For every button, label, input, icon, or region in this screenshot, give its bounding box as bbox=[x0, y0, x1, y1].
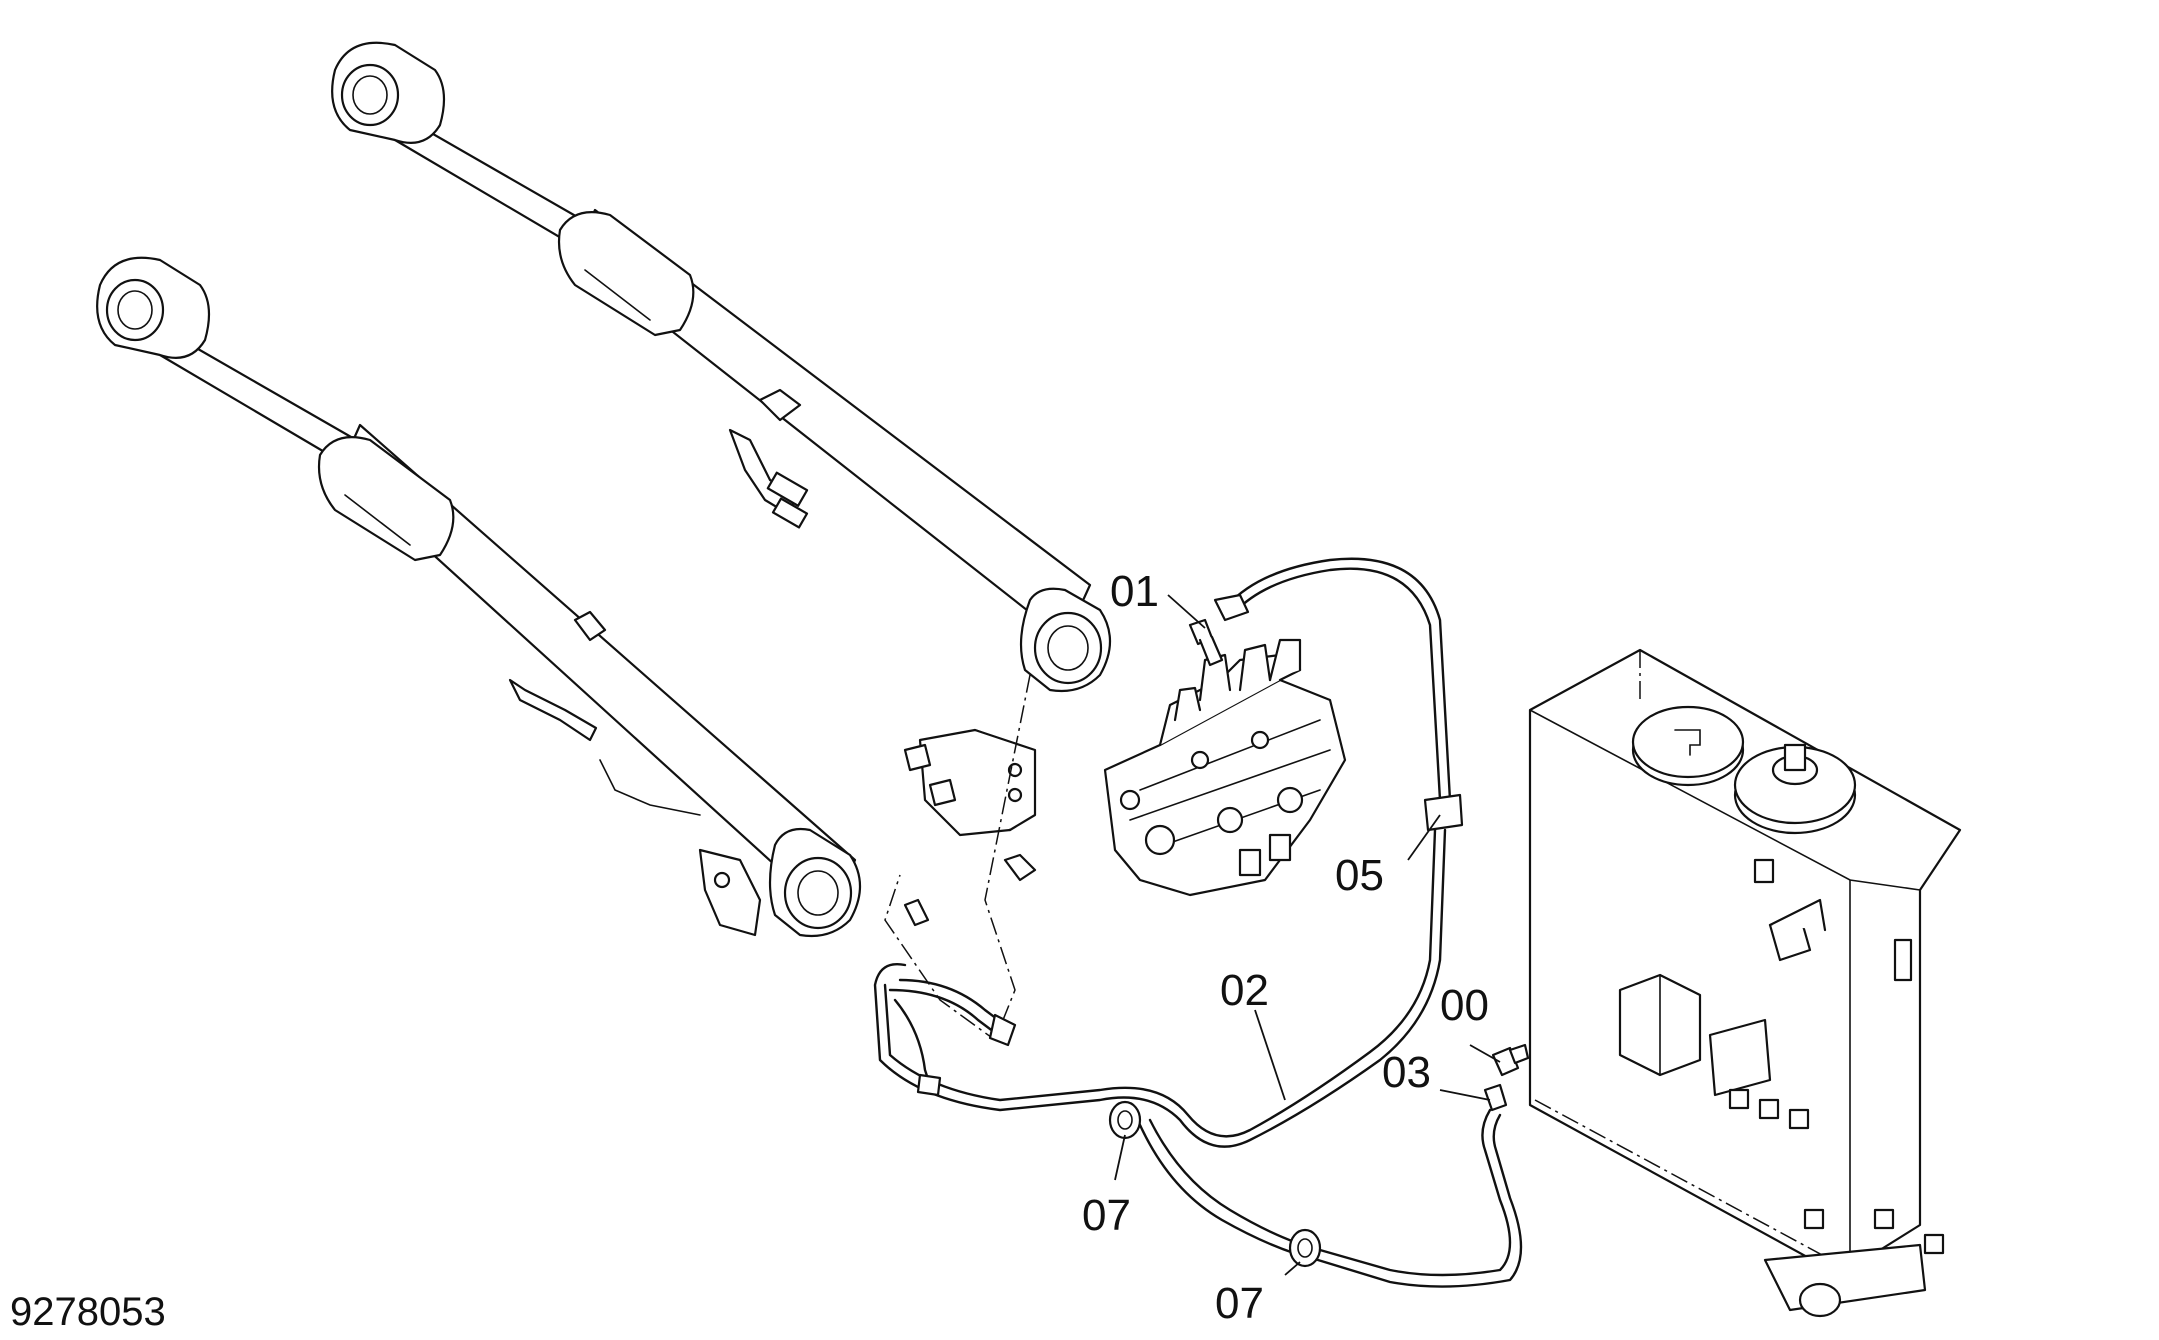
elbow-fitting-01 bbox=[1188, 618, 1224, 667]
callout-02: 02 bbox=[1220, 966, 1269, 1015]
drawing-number: 9278053 bbox=[10, 1290, 166, 1334]
callout-07-upper: 07 bbox=[1082, 1191, 1131, 1240]
leader-lines bbox=[1114, 594, 1501, 1276]
callout-05: 05 bbox=[1335, 851, 1384, 900]
hose-assembly bbox=[873, 557, 1530, 1288]
clamp-07a bbox=[1108, 1100, 1142, 1140]
main-control-valve bbox=[1103, 638, 1347, 897]
hydraulic-tank bbox=[1528, 648, 1962, 1318]
pilot-valve-block bbox=[903, 728, 1037, 837]
callout-00: 00 bbox=[1440, 981, 1489, 1030]
tee-fitting-small bbox=[903, 853, 1037, 927]
lower-cylinder bbox=[96, 256, 861, 938]
upper-cylinder bbox=[331, 41, 1111, 693]
clamp-07b bbox=[1288, 1228, 1322, 1268]
callout-07-lower: 07 bbox=[1215, 1279, 1264, 1328]
callout-03: 03 bbox=[1382, 1048, 1431, 1097]
callout-01: 01 bbox=[1110, 567, 1159, 616]
